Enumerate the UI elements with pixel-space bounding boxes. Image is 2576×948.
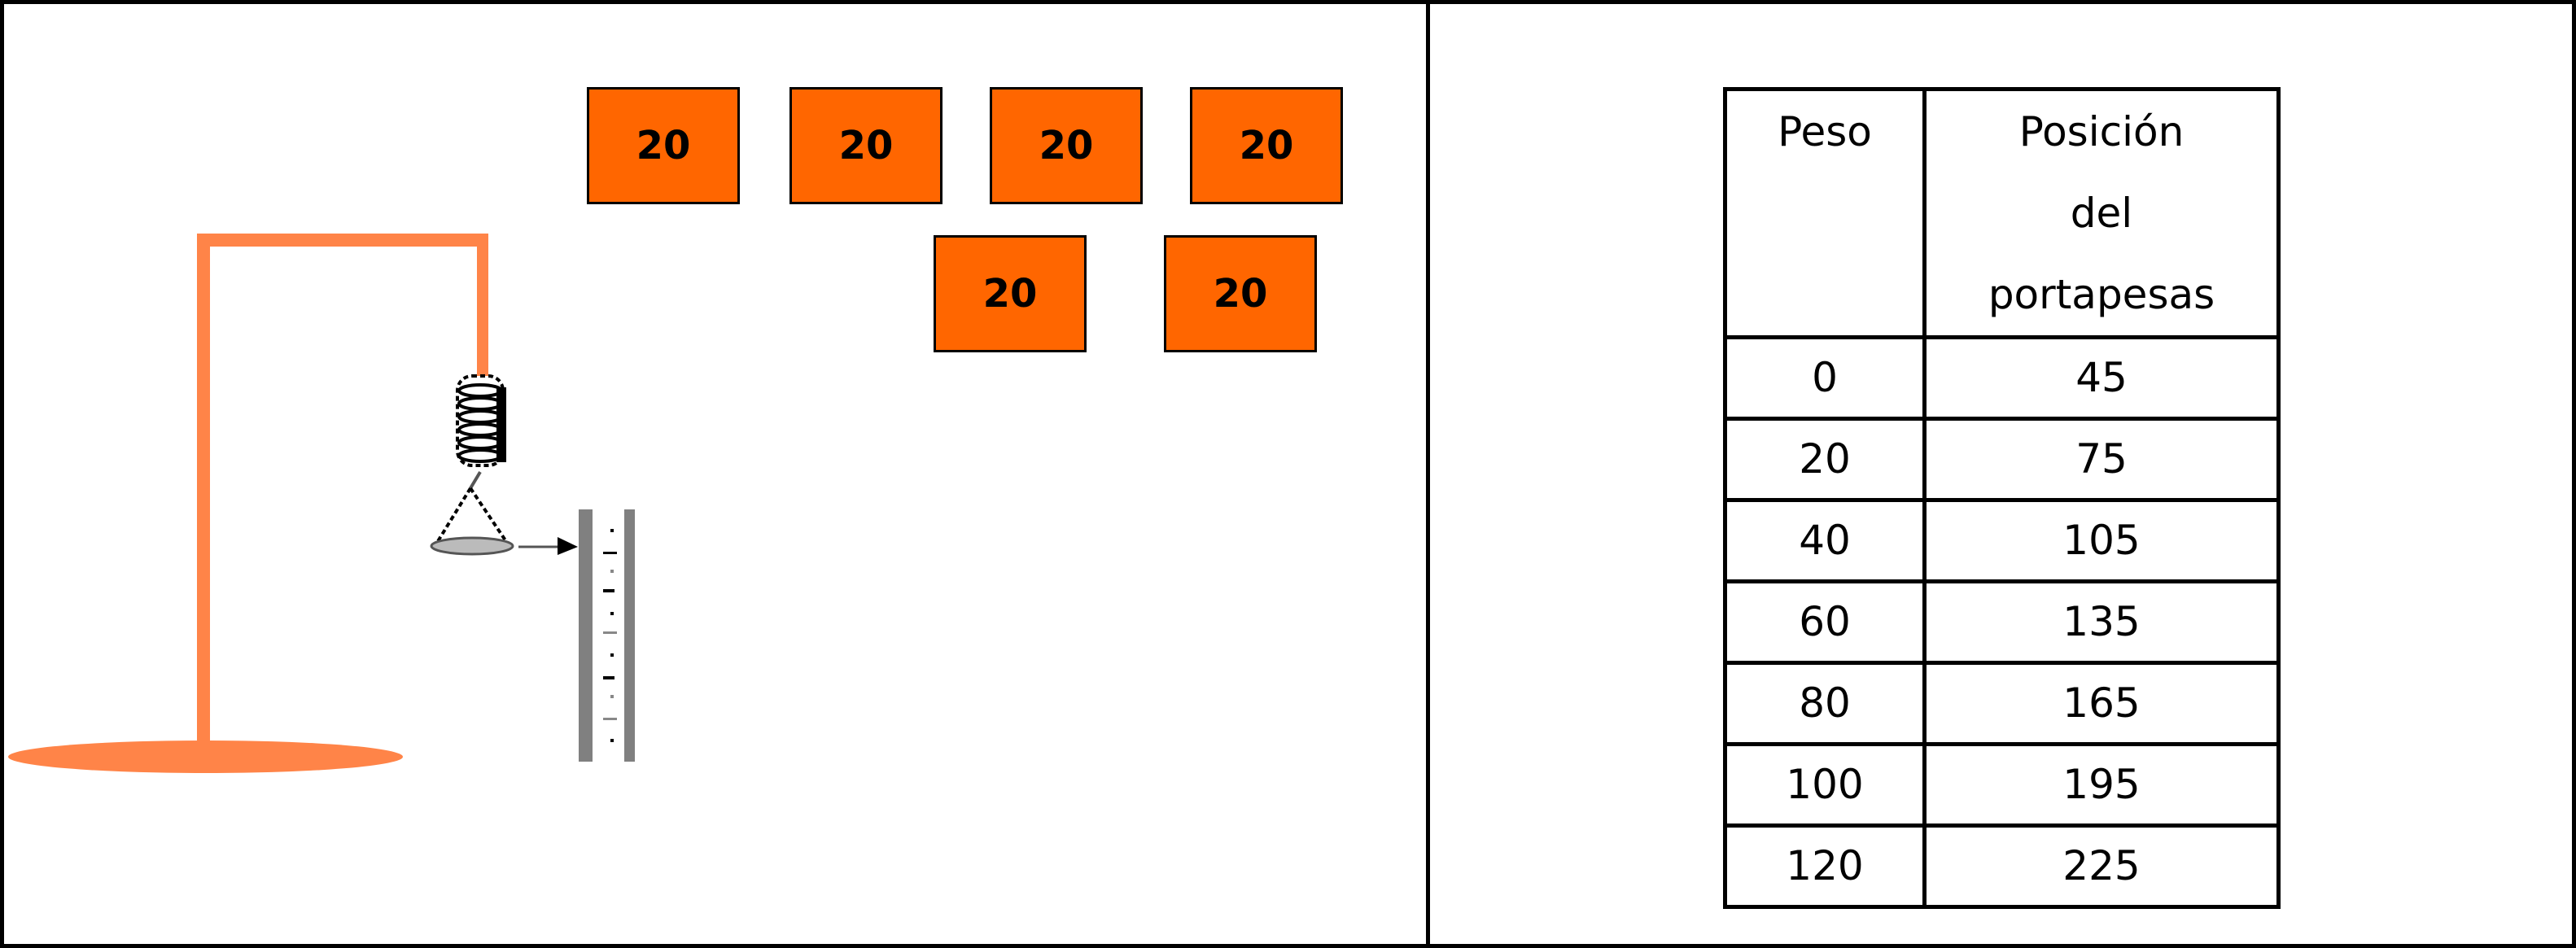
cell-posicion: 135 [1922, 579, 2281, 665]
spring-icon [456, 374, 506, 467]
stand-base [8, 740, 403, 773]
ruler-scale [579, 509, 635, 762]
header-peso: Peso [1723, 87, 1927, 339]
table-header-row: Peso Posición del portapesas [1723, 87, 2281, 339]
panel-divider [1426, 0, 1430, 948]
cell-peso: 0 [1723, 335, 1927, 421]
header-posicion: Posición del portapesas [1922, 87, 2281, 339]
cell-posicion: 195 [1922, 742, 2281, 828]
header-line: del [2070, 190, 2133, 237]
cell-peso: 80 [1723, 661, 1927, 746]
header-line: portapesas [1988, 271, 2215, 318]
weight-block[interactable]: 20 [1164, 235, 1317, 352]
weight-block[interactable]: 20 [587, 87, 740, 204]
cell-posicion: 75 [1922, 417, 2281, 502]
stand-post [197, 234, 210, 742]
weight-block[interactable]: 20 [1190, 87, 1343, 204]
weight-pan-icon [430, 470, 514, 556]
weight-block[interactable]: 20 [934, 235, 1087, 352]
cell-peso: 60 [1723, 579, 1927, 665]
cell-posicion: 225 [1922, 823, 2281, 909]
header-line: Posición [2018, 108, 2185, 155]
cell-posicion: 45 [1922, 335, 2281, 421]
cell-peso: 100 [1723, 742, 1927, 828]
cell-peso: 40 [1723, 498, 1927, 583]
stand-hook [477, 234, 488, 376]
cell-peso: 120 [1723, 823, 1927, 909]
weight-block[interactable]: 20 [990, 87, 1143, 204]
cell-peso: 20 [1723, 417, 1927, 502]
stand-arm [197, 234, 488, 247]
weight-block[interactable]: 20 [789, 87, 942, 204]
cell-posicion: 105 [1922, 498, 2281, 583]
pointer-arrow-icon [518, 537, 578, 555]
cell-posicion: 165 [1922, 661, 2281, 746]
